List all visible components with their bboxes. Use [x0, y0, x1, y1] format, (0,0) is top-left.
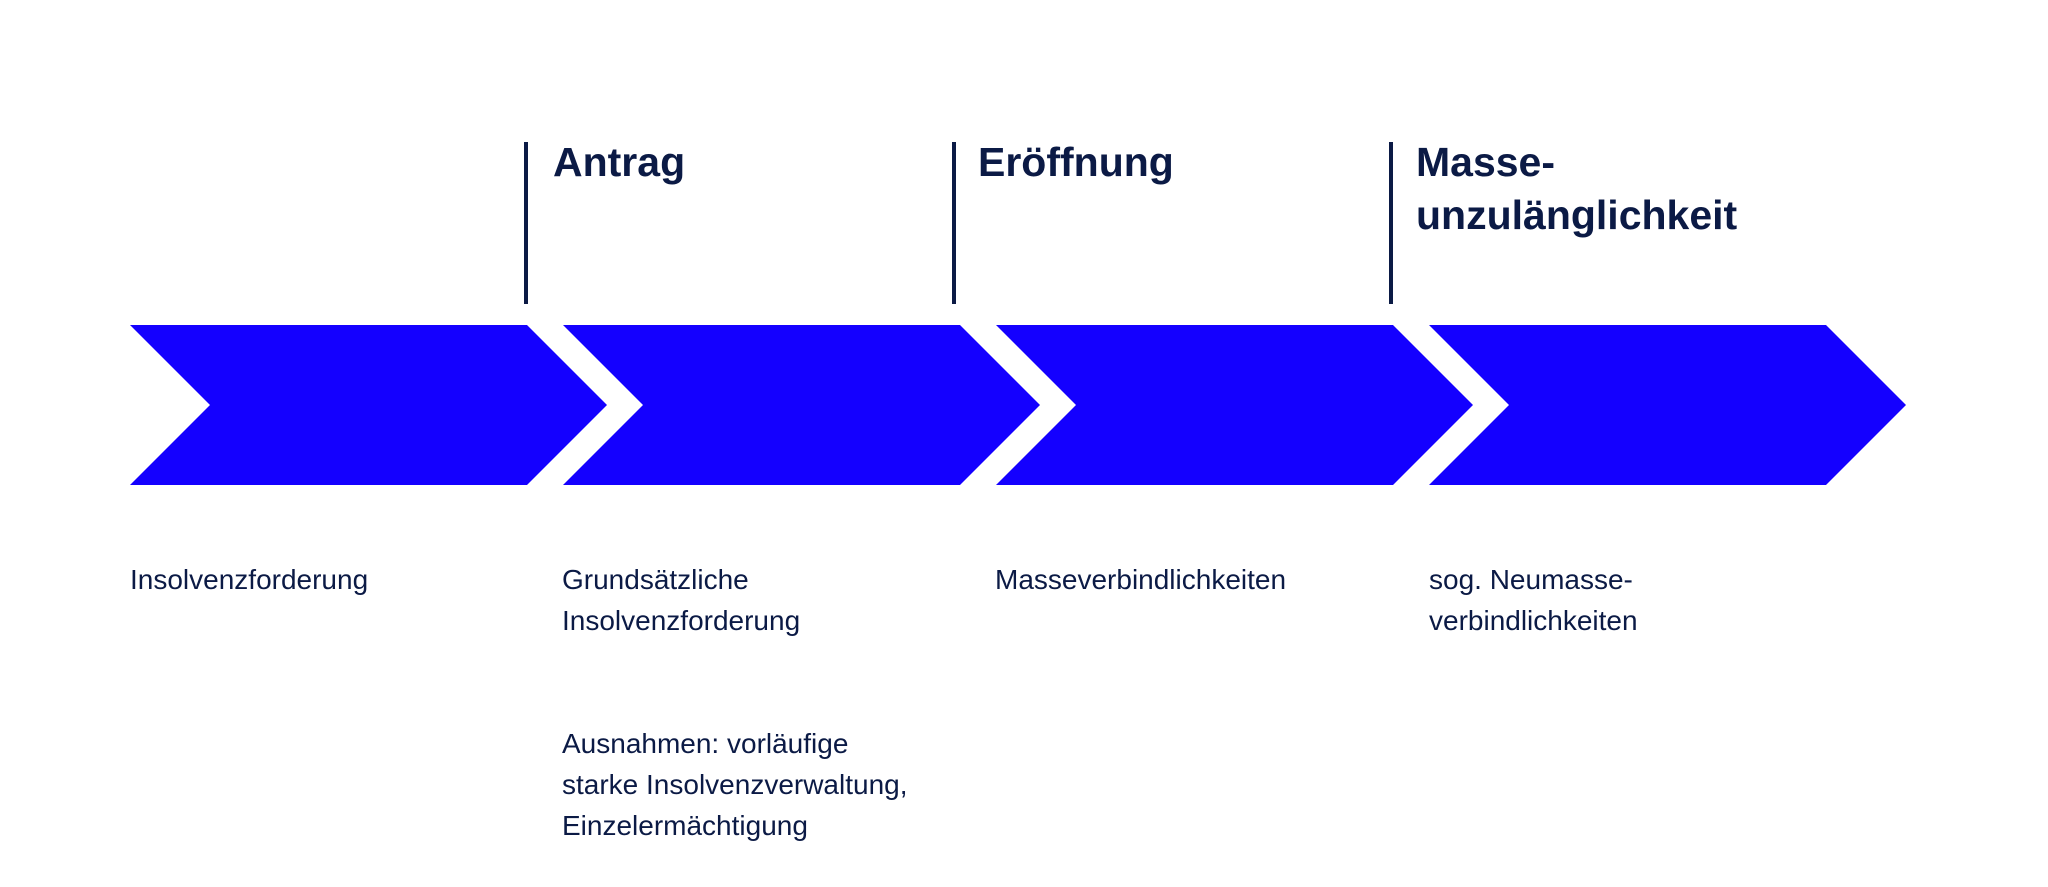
milestone-line-eroeffnung [952, 142, 956, 304]
stage-3-text: Masseverbindlichkeiten [995, 564, 1287, 595]
chevron-stage-3 [996, 325, 1473, 485]
chevron-stage-1 [130, 325, 607, 485]
milestone-line-antrag [524, 142, 528, 304]
stage-description-1: Insolvenzforderung [130, 518, 550, 641]
stage-description-3: Masseverbindlichkeiten [995, 518, 1415, 641]
stage-1-text: Insolvenzforderung [130, 564, 369, 595]
stage-description-4: sog. Neumasse- verbindlichkeiten [1429, 518, 1849, 682]
stage-2-text: Grundsätzliche Insolvenzforderung [562, 564, 801, 636]
milestone-title-antrag: Antrag [553, 139, 686, 185]
milestone-line-masseunzulaenglichkeit [1389, 142, 1393, 304]
milestone-title-eroeffnung: Eröffnung [978, 139, 1174, 185]
stage-4-text: sog. Neumasse- verbindlichkeiten [1429, 564, 1638, 636]
stage-description-2: Grundsätzliche Insolvenzforderung Ausnah… [562, 518, 982, 887]
milestone-title-masseunzulaenglichkeit: Masse- unzulänglichkeit [1416, 139, 1738, 238]
stage-2-exceptions: Ausnahmen: vorläufige starke Insolvenzve… [562, 728, 908, 841]
chevron-stage-4 [1429, 325, 1906, 485]
chevron-stage-2 [563, 325, 1040, 485]
